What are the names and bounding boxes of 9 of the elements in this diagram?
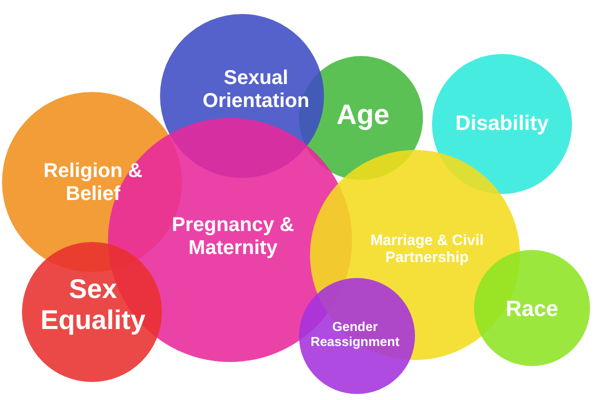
topic-label: Marriage & Civil Partnership — [369, 232, 485, 266]
topic-label: Race — [504, 296, 560, 321]
topic-label: Disability — [454, 112, 550, 136]
topic-label: Pregnancy & Maternity — [170, 214, 296, 260]
topic-label: Sexual Orientation — [202, 67, 310, 113]
topic-label: Sex Equality — [39, 274, 147, 336]
topic-label: Gender Reassignment — [310, 320, 400, 350]
topic-label: Age — [336, 99, 390, 132]
topic-label: Religion & Belief — [42, 160, 144, 206]
